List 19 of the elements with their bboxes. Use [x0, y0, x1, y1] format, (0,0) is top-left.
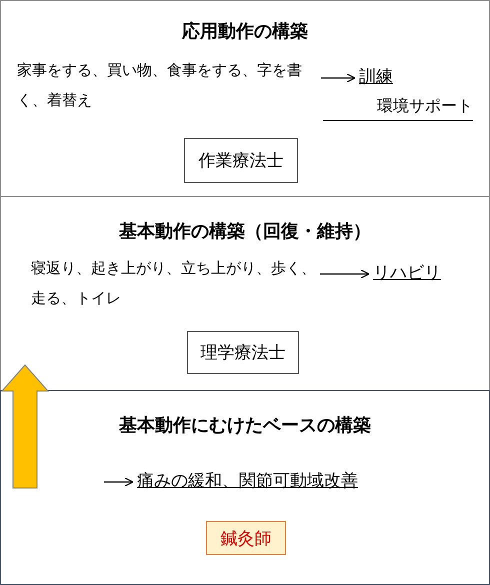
role-box: 作業療法士 — [184, 138, 298, 183]
arrow — [320, 269, 370, 279]
arrow — [321, 73, 356, 83]
section-panel — [0, 196, 490, 391]
section-title: 基本動作にむけたベースの構築 — [118, 414, 372, 437]
activity-text: 寝返り、起き上がり、立ち上がり、歩く、走る、トイレ — [31, 253, 321, 315]
underlined-text: 痛みの緩和、関節可動域改善 — [137, 467, 387, 495]
underlined-text: 訓練 — [359, 63, 419, 91]
section-title: 基本動作の構築（回復・維持） — [118, 220, 372, 243]
arrow — [104, 477, 134, 487]
activity-text: 家事をする、買い物、食事をする、字を書く、着替え — [17, 55, 322, 117]
underlined-text: 環境サポート — [323, 93, 473, 121]
underlined-text: リハビリ — [373, 259, 463, 287]
block-arrow — [0, 364, 50, 488]
section-panel — [0, 390, 490, 585]
role-box: 理学療法士 — [187, 331, 299, 374]
section-panel — [0, 0, 490, 197]
role-box: 鍼灸師 — [206, 521, 286, 555]
section-title: 応用動作の構築 — [180, 20, 309, 43]
